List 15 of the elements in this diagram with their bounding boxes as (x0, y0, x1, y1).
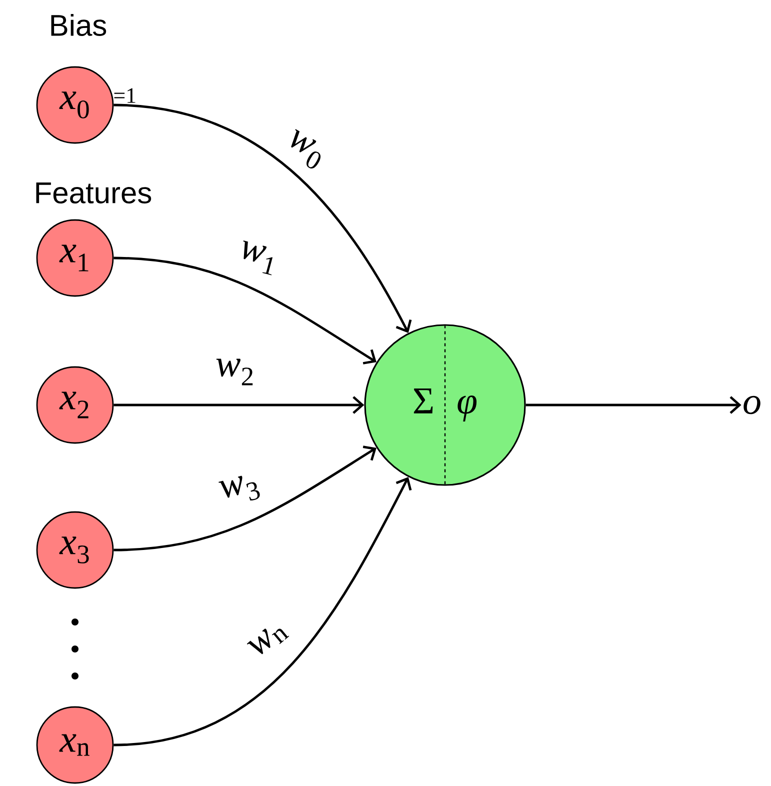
edge-label: w$_{1}$ (234, 238, 282, 278)
arrow (114, 446, 376, 552)
output-label: o (744, 396, 760, 414)
arrow (114, 396, 364, 414)
group-label: Features (36, 182, 152, 204)
edge-label: w$_{n}$ (244, 618, 292, 662)
arrow (114, 477, 412, 746)
edge-label: w$_{2}$ (214, 358, 256, 386)
arrow (526, 396, 742, 414)
arrow (114, 104, 412, 333)
edge-label: w$_{0}$ (280, 127, 330, 173)
beside-label: =1 (114, 88, 136, 103)
edge-label: w$_{3}$ (216, 470, 264, 510)
group-label: Bias (51, 14, 106, 36)
arrow (114, 256, 376, 364)
